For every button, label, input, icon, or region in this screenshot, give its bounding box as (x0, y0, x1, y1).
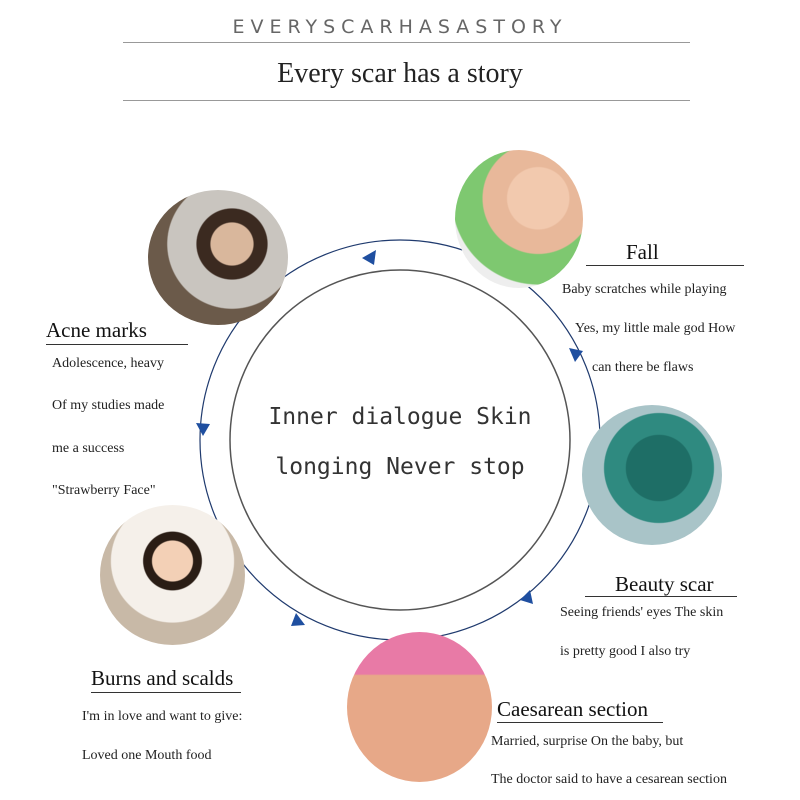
beauty-line: is pretty good I also try (560, 644, 691, 659)
caesarean-photo (347, 632, 492, 782)
burns-title: Burns and scalds (91, 666, 234, 690)
burns-photo (100, 505, 245, 645)
underline (586, 265, 744, 266)
fall-title: Fall (626, 240, 659, 264)
arrow-icon (362, 250, 376, 265)
fall-line: can there be flaws (592, 360, 694, 375)
arrow-icon (196, 423, 210, 436)
acne-photo (148, 190, 288, 325)
underline (46, 344, 188, 345)
divider (123, 100, 690, 101)
acne-line: Adolescence, heavy (52, 356, 164, 371)
beauty-line: Seeing friends' eyes The skin (560, 605, 724, 620)
beauty-photo (582, 405, 722, 545)
center-line: longing Never stop (275, 454, 525, 480)
arrow-icon (569, 348, 583, 362)
center-line: Inner dialogue Skin (268, 404, 532, 430)
caesarean-line: Married, surprise On the baby, but (491, 734, 684, 749)
fall-photo (455, 150, 583, 288)
caesarean-line: The doctor said to have a cesarean secti… (491, 772, 727, 787)
top-title: EVERYSCARHASASTORY (232, 16, 568, 38)
underline (585, 596, 737, 597)
underline (91, 692, 241, 693)
acne-line: Of my studies made (52, 398, 165, 413)
caesarean-title: Caesarean section (497, 697, 649, 721)
burns-line: Loved one Mouth food (82, 748, 212, 763)
acne-title: Acne marks (46, 318, 147, 342)
beauty-title: Beauty scar (615, 572, 714, 596)
fall-line: Yes, my little male god How (575, 321, 736, 336)
acne-line: me a success (52, 441, 125, 456)
fall-line: Baby scratches while playing (562, 282, 727, 297)
underline (497, 722, 663, 723)
inner-circle (229, 269, 571, 611)
divider (123, 42, 690, 43)
acne-line: "Strawberry Face" (52, 483, 156, 498)
burns-line: I'm in love and want to give: (82, 709, 243, 724)
arrow-icon (520, 590, 533, 604)
main-title: Every scar has a story (277, 58, 523, 89)
center-text: Inner dialogue Skin longing Never stop (230, 392, 570, 492)
arrow-icon (291, 613, 305, 626)
